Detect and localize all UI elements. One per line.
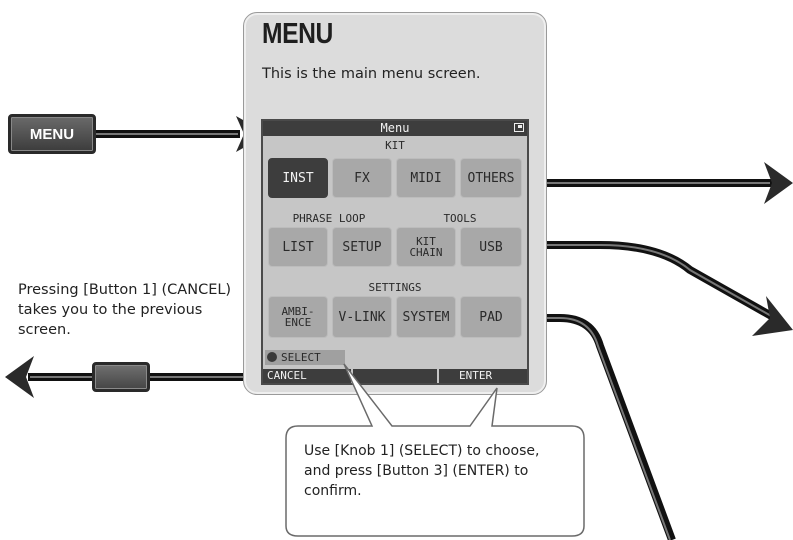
usb-button[interactable]: USB (460, 227, 522, 267)
v-link-button[interactable]: V-LINK (332, 296, 392, 338)
setup-button[interactable]: SETUP (332, 227, 392, 267)
kit-chain-button[interactable]: KIT CHAIN (396, 227, 456, 267)
midi-button[interactable]: MIDI (396, 158, 456, 198)
callout-title: MENU (262, 18, 333, 50)
inst-button[interactable]: INST (268, 158, 328, 198)
tools-section-label: TOOLS (443, 212, 477, 225)
fx-button[interactable]: FX (332, 158, 392, 198)
others-button[interactable]: OTHERS (460, 158, 522, 198)
tools-arrowhead-icon (752, 296, 793, 336)
hardware-menu-button[interactable]: MENU (8, 114, 96, 154)
hardware-button-1[interactable] (92, 362, 150, 392)
cancel-arrowhead-icon (5, 356, 34, 398)
cancel-note: Pressing [Button 1] (CANCEL) takes you t… (18, 282, 232, 338)
select-indicator: SELECT (265, 350, 345, 365)
ambience-button[interactable]: AMBI- ENCE (268, 296, 328, 338)
tools-curve-line-inner (529, 244, 774, 318)
phrase-loop-section-label: PHRASE LOOP (292, 212, 366, 225)
system-button[interactable]: SYSTEM (396, 296, 456, 338)
page-corner-icon (514, 123, 524, 132)
select-note: Use [Knob 1] (SELECT) to choose, and pre… (304, 443, 540, 499)
list-button[interactable]: LIST (268, 227, 328, 267)
settings-section-label: SETTINGS (368, 281, 422, 294)
kit-section-label: KIT (385, 139, 405, 152)
select-indicator-label: SELECT (281, 351, 321, 364)
softkey-bar: CANCEL ENTER (263, 369, 527, 383)
knob-icon (267, 352, 277, 362)
kit-arrowhead-icon (764, 162, 793, 204)
softkey-divider (437, 369, 439, 383)
screen-title-bar: Menu (263, 121, 527, 136)
screen-title: Menu (380, 121, 410, 135)
pad-button[interactable]: PAD (460, 296, 522, 338)
settings-curve-line-inner (529, 317, 671, 540)
callout-description: This is the main menu screen. (262, 66, 481, 82)
lcd-screen: Menu KIT INST FX MIDI OTHERS PHRASE LOOP… (261, 119, 529, 385)
softkey-enter[interactable]: ENTER (459, 369, 493, 382)
softkey-cancel[interactable]: CANCEL (267, 369, 307, 382)
